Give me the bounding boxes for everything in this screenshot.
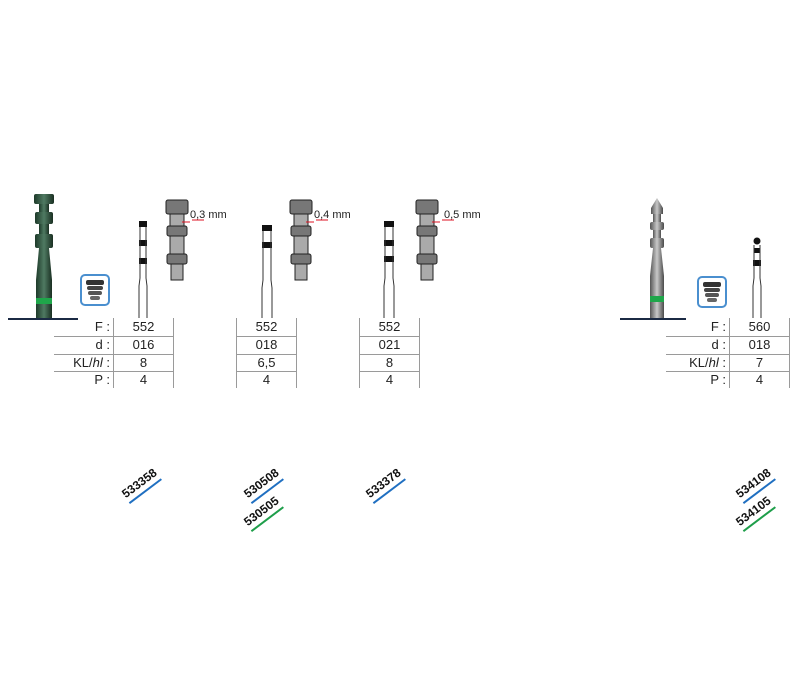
step-detail-2	[289, 199, 328, 281]
col2-KL: 6,5	[257, 355, 276, 370]
row-sep	[666, 336, 790, 337]
col-sep	[113, 318, 114, 388]
row-sep	[236, 371, 296, 372]
col-sep	[359, 318, 360, 388]
row-sep	[54, 371, 174, 372]
label-F-right: F :	[710, 319, 726, 334]
label-F: F :	[94, 319, 110, 334]
row-sep	[359, 371, 419, 372]
col4-KL: 7	[755, 355, 764, 370]
order-code: 533358	[119, 465, 162, 504]
step-size-3: 0,5 mm	[444, 209, 481, 221]
bur-drawing-2	[261, 225, 273, 318]
order-code: 534108	[733, 465, 776, 504]
col2-P: 4	[262, 372, 271, 387]
label-KL: KL/hl :	[73, 355, 110, 370]
row-sep	[54, 336, 174, 337]
bur-drawing-4	[752, 237, 762, 318]
col3-P: 4	[385, 372, 394, 387]
label-P: P :	[94, 372, 110, 387]
step-detail-1	[165, 199, 204, 281]
col-sep	[173, 318, 174, 388]
row-sep	[666, 354, 790, 355]
stepped-bur-icon	[80, 274, 110, 306]
bur-photo-right	[650, 198, 664, 318]
bur-drawing-3	[383, 221, 395, 318]
order-code: 530508	[241, 465, 284, 504]
col4-P: 4	[755, 372, 764, 387]
stepped-bur-icon	[697, 276, 727, 308]
col3-F: 552	[378, 319, 401, 334]
label-P-right: P :	[710, 372, 726, 387]
order-code: 533378	[363, 465, 406, 504]
col2-F: 552	[255, 319, 278, 334]
col-sep	[789, 318, 790, 388]
baseline-right	[620, 318, 686, 320]
row-sep	[236, 354, 296, 355]
col1-P: 4	[139, 372, 148, 387]
label-d: d :	[95, 337, 110, 352]
col-sep	[729, 318, 730, 388]
bur-photo-left	[34, 194, 54, 318]
row-sep	[359, 354, 419, 355]
col4-F: 560	[748, 319, 771, 334]
col-sep	[296, 318, 297, 388]
col1-d: 016	[132, 337, 155, 352]
col4-d: 018	[748, 337, 771, 352]
col-sep	[236, 318, 237, 388]
step-size-1: 0,3 mm	[190, 209, 227, 221]
row-sep	[666, 371, 790, 372]
label-KL-right: KL/hl :	[689, 355, 726, 370]
col-sep	[419, 318, 420, 388]
col3-KL: 8	[385, 355, 394, 370]
label-d-right: d :	[711, 337, 726, 352]
col3-d: 021	[378, 337, 401, 352]
col1-KL: 8	[139, 355, 148, 370]
baseline-left	[8, 318, 78, 320]
step-detail-3	[415, 199, 454, 281]
step-size-2: 0,4 mm	[314, 209, 351, 221]
bur-drawing-1	[138, 221, 148, 318]
row-sep	[54, 354, 174, 355]
col1-F: 552	[132, 319, 155, 334]
col2-d: 018	[255, 337, 278, 352]
row-sep	[236, 336, 296, 337]
row-sep	[359, 336, 419, 337]
